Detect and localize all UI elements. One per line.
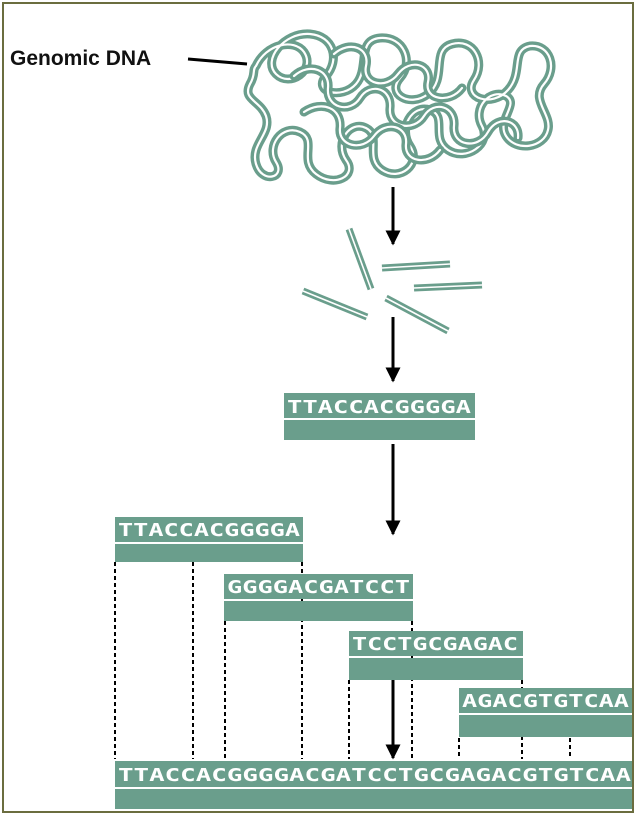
single-fragment-sequence: TTACCACGGGGA <box>287 397 471 418</box>
read-strand-top <box>349 631 523 656</box>
read-sequence: AGACGTGTCAA <box>462 691 629 712</box>
overlap-read-3: TCCTGCGAGAC <box>349 631 523 680</box>
contig-strand-bottom <box>115 789 632 809</box>
fragment-strand-bottom <box>284 420 475 440</box>
dna-fragments-icon <box>301 227 483 335</box>
read-strand-bottom <box>115 544 303 562</box>
overlap-read-4: AGACGTGTCAA <box>459 688 632 737</box>
fragment-piece <box>384 294 450 335</box>
fragment-piece <box>301 287 369 321</box>
read-strand-top <box>224 574 413 599</box>
dna-strand-core <box>302 105 442 161</box>
sequencing-diagram: Genomic DNA <box>10 29 632 809</box>
genomic-dna-tangle-icon <box>243 29 556 185</box>
fragment-piece <box>345 227 375 291</box>
assembled-sequence-text: TTACCACGGGGACGATCCTGCGAGACGTGTCAA <box>118 765 631 786</box>
dna-strand-core <box>247 32 553 182</box>
assembled-sequence: TTACCACGGGGACGATCCTGCGAGACGTGTCAA <box>115 761 632 809</box>
read-sequence: TCCTGCGAGAC <box>352 634 518 655</box>
read-strand-bottom <box>459 715 632 737</box>
figure-frame: Genomic DNA <box>2 2 634 813</box>
fragment-strand-top <box>284 393 475 418</box>
dna-strand-core <box>292 67 520 145</box>
read-strand-top <box>115 517 303 542</box>
read-strand-bottom <box>224 601 413 621</box>
contig-strand-top <box>115 761 632 787</box>
genomic-dna-label: Genomic DNA <box>10 47 151 70</box>
read-strand-bottom <box>349 658 523 680</box>
fragment-piece <box>381 260 451 272</box>
label-leader-line <box>187 57 248 66</box>
single-fragment: TTACCACGGGGA <box>284 393 475 440</box>
read-strand-top <box>459 688 632 713</box>
read-sequence: GGGGACGATCCT <box>227 577 410 598</box>
dna-strand-core <box>332 45 464 100</box>
overlap-read-2: GGGGACGATCCT <box>224 574 413 621</box>
dna-strand-outline <box>243 29 556 185</box>
overlap-read-1: TTACCACGGGGA <box>115 517 303 562</box>
fragment-piece <box>413 281 483 292</box>
read-sequence: TTACCACGGGGA <box>118 520 300 541</box>
